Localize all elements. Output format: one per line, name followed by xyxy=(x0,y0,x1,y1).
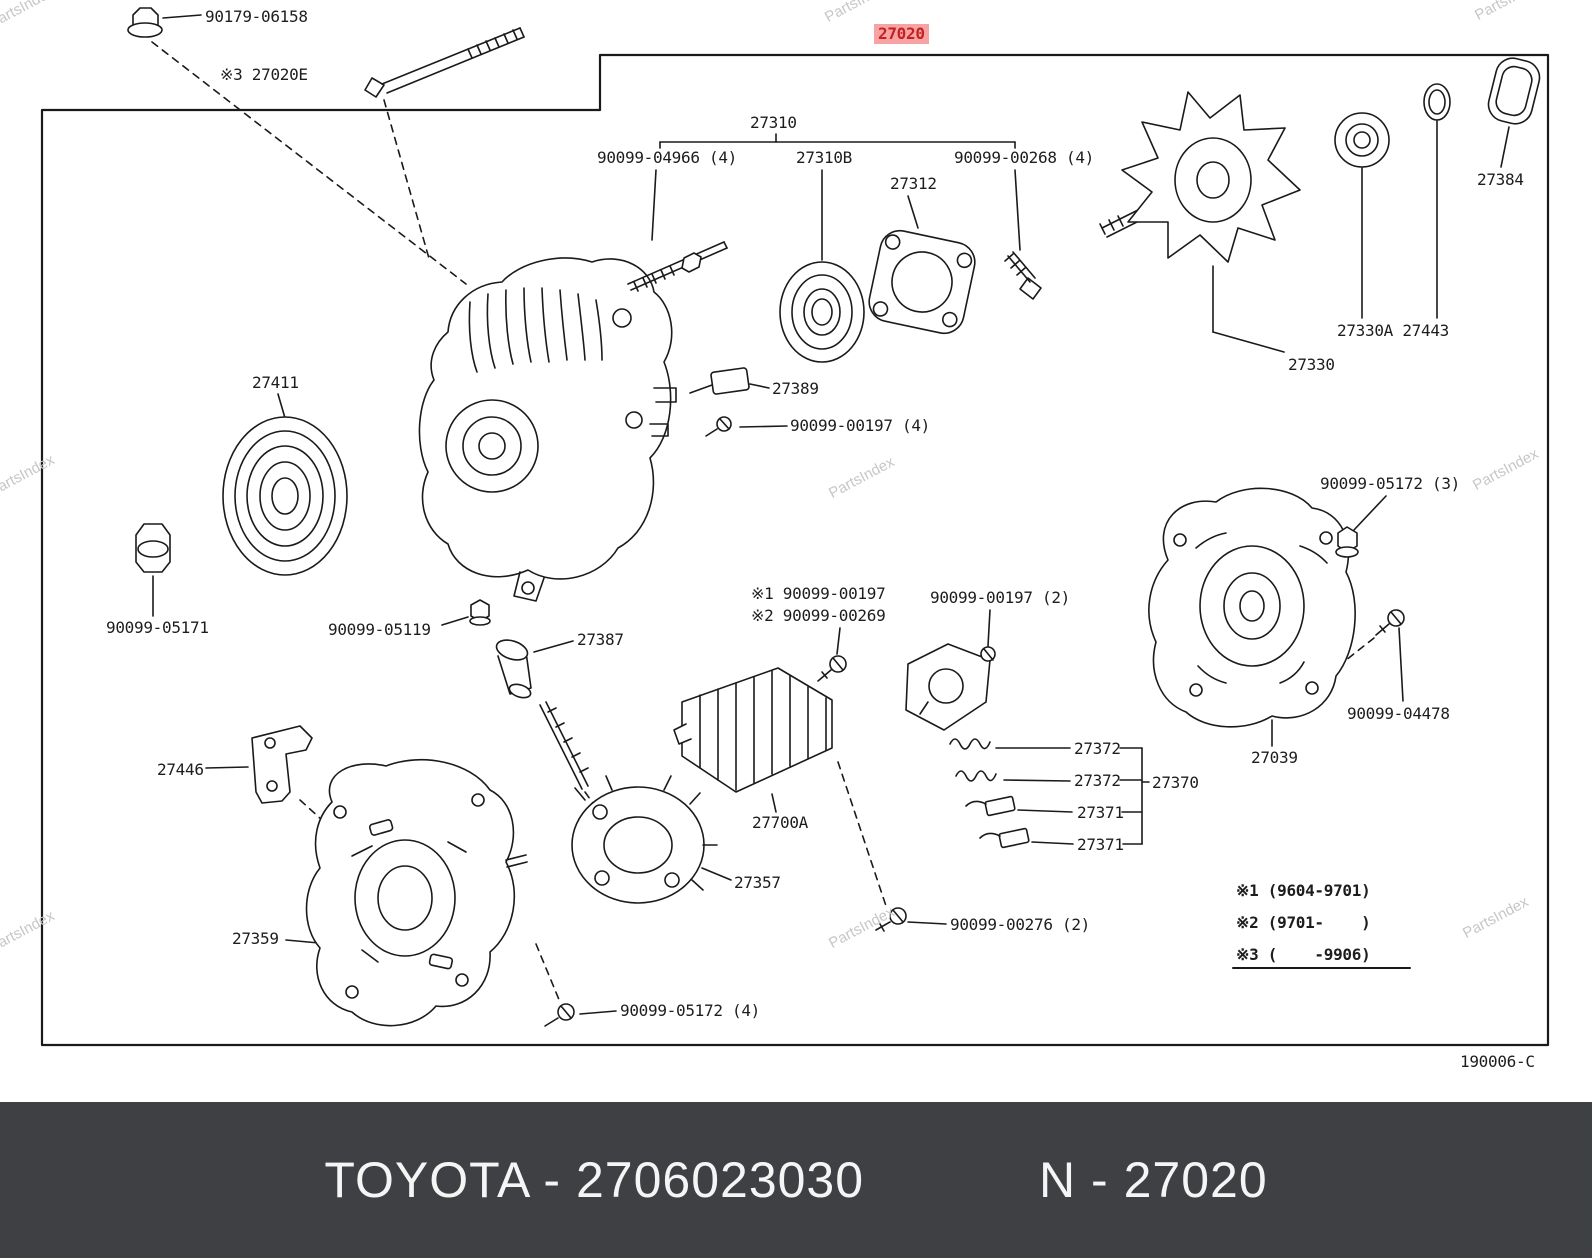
drawing-plug-27387 xyxy=(495,639,532,699)
part-label: 90099-00197 (2) xyxy=(930,588,1070,607)
drawing-regulator-27700a xyxy=(673,667,833,793)
part-label: 27371 xyxy=(1077,803,1124,822)
drawing-cover-27384 xyxy=(1487,57,1541,125)
part-label-highlighted: 27020 xyxy=(874,24,929,44)
part-label: 27330A 27443 xyxy=(1337,321,1449,340)
drawing-ring-27443 xyxy=(1423,83,1451,121)
part-label: 27700A xyxy=(752,813,808,832)
part-label: 27387 xyxy=(577,630,624,649)
part-label: 27384 xyxy=(1477,170,1524,189)
drawing-rotor-27330 xyxy=(1099,91,1301,263)
footer-part-title: TOYOTA - 2706023030 xyxy=(324,1152,865,1208)
part-label: 27446 xyxy=(157,760,204,779)
drawing-nut-05171 xyxy=(135,523,171,573)
drawing-stud-brush xyxy=(539,701,589,790)
drawing-bearing-27330a xyxy=(1334,112,1390,168)
part-label: 90179-06158 xyxy=(205,7,308,26)
drawing-terminal-27389 xyxy=(689,367,750,395)
part-label: ※3 ( -9906) xyxy=(1236,945,1371,964)
part-label: 90099-04966 (4) xyxy=(597,148,737,167)
part-label: ※2 90099-00269 xyxy=(751,606,886,625)
drawing-brush-holder-body xyxy=(905,643,991,731)
part-label: 90099-05119 xyxy=(328,620,431,639)
part-label: 27372 xyxy=(1074,739,1121,758)
diagram-line-art xyxy=(40,7,1550,1047)
drawing-bolt-27020e xyxy=(364,27,525,98)
part-label: 27310B xyxy=(796,148,852,167)
part-label: 27330 xyxy=(1288,355,1335,374)
drawing-bearing-27310b xyxy=(779,261,865,363)
part-label: 27312 xyxy=(890,174,937,193)
drawing-screw-05172-4 xyxy=(544,1003,575,1027)
drawing-rear-cover-27039 xyxy=(1148,487,1356,728)
part-label: 90099-00276 (2) xyxy=(950,915,1090,934)
drawing-front-housing xyxy=(418,257,677,602)
drawing-brush-springs xyxy=(949,738,997,782)
drawing-nut-05119 xyxy=(469,599,491,626)
drawing-screw-00197-bh xyxy=(980,646,996,662)
drawing-screw-00276 xyxy=(875,907,907,932)
part-label: 27359 xyxy=(232,929,279,948)
part-label: 90099-00197 (4) xyxy=(790,416,930,435)
part-labels-layer: 90179-06158 ※3 27020E 27020 27310 90099-0496… xyxy=(106,7,1524,1020)
drawing-nut-05172-3 xyxy=(1335,526,1359,558)
part-label: 90099-05171 xyxy=(106,618,209,637)
drawing-bracket-27446 xyxy=(251,725,313,804)
part-label: 90099-05172 (3) xyxy=(1320,474,1460,493)
drawing-screw-00197-reg xyxy=(817,655,847,682)
part-label: ※3 27020E xyxy=(220,65,308,84)
drawing-brushes xyxy=(965,795,1030,849)
part-label: 27372 xyxy=(1074,771,1121,790)
drawing-screw-00197a xyxy=(705,416,732,437)
part-label: 27389 xyxy=(772,379,819,398)
drawing-retainer-27312 xyxy=(868,229,976,335)
drawing-nut-90179 xyxy=(127,7,163,38)
drawing-screw-04478 xyxy=(1375,609,1405,636)
part-label: ※2 (9701- ) xyxy=(1236,913,1371,932)
part-label: 27411 xyxy=(252,373,299,392)
leader-lines-top xyxy=(651,133,1021,261)
drawing-pulley-27411 xyxy=(222,416,348,576)
leader-lines xyxy=(152,14,1510,1015)
drawing-rectifier-27357 xyxy=(571,775,718,904)
part-label: 27357 xyxy=(734,873,781,892)
part-label: ※1 (9604-9701) xyxy=(1236,881,1371,900)
part-label: 27310 xyxy=(750,113,797,132)
part-label: 27371 xyxy=(1077,835,1124,854)
part-label: 90099-05172 (4) xyxy=(620,1001,760,1020)
drawing-bolt-00268 xyxy=(1004,251,1042,300)
part-label: 90099-04478 xyxy=(1347,704,1450,723)
footer-bar: TOYOTA - 2706023030 N - 27020 xyxy=(0,1102,1592,1258)
part-label: 90099-00268 (4) xyxy=(954,148,1094,167)
part-label: ※1 90099-00197 xyxy=(751,584,886,603)
part-label: 27039 xyxy=(1251,748,1298,767)
drawing-stud-04966 xyxy=(627,241,728,292)
frame-border xyxy=(40,53,1550,1047)
part-label: 27370 xyxy=(1152,773,1199,792)
doc-code: 190006-C xyxy=(1460,1052,1535,1071)
drawing-rear-bracket-27359 xyxy=(305,758,528,1027)
footer-figure-ref: N - 27020 xyxy=(1039,1152,1268,1208)
